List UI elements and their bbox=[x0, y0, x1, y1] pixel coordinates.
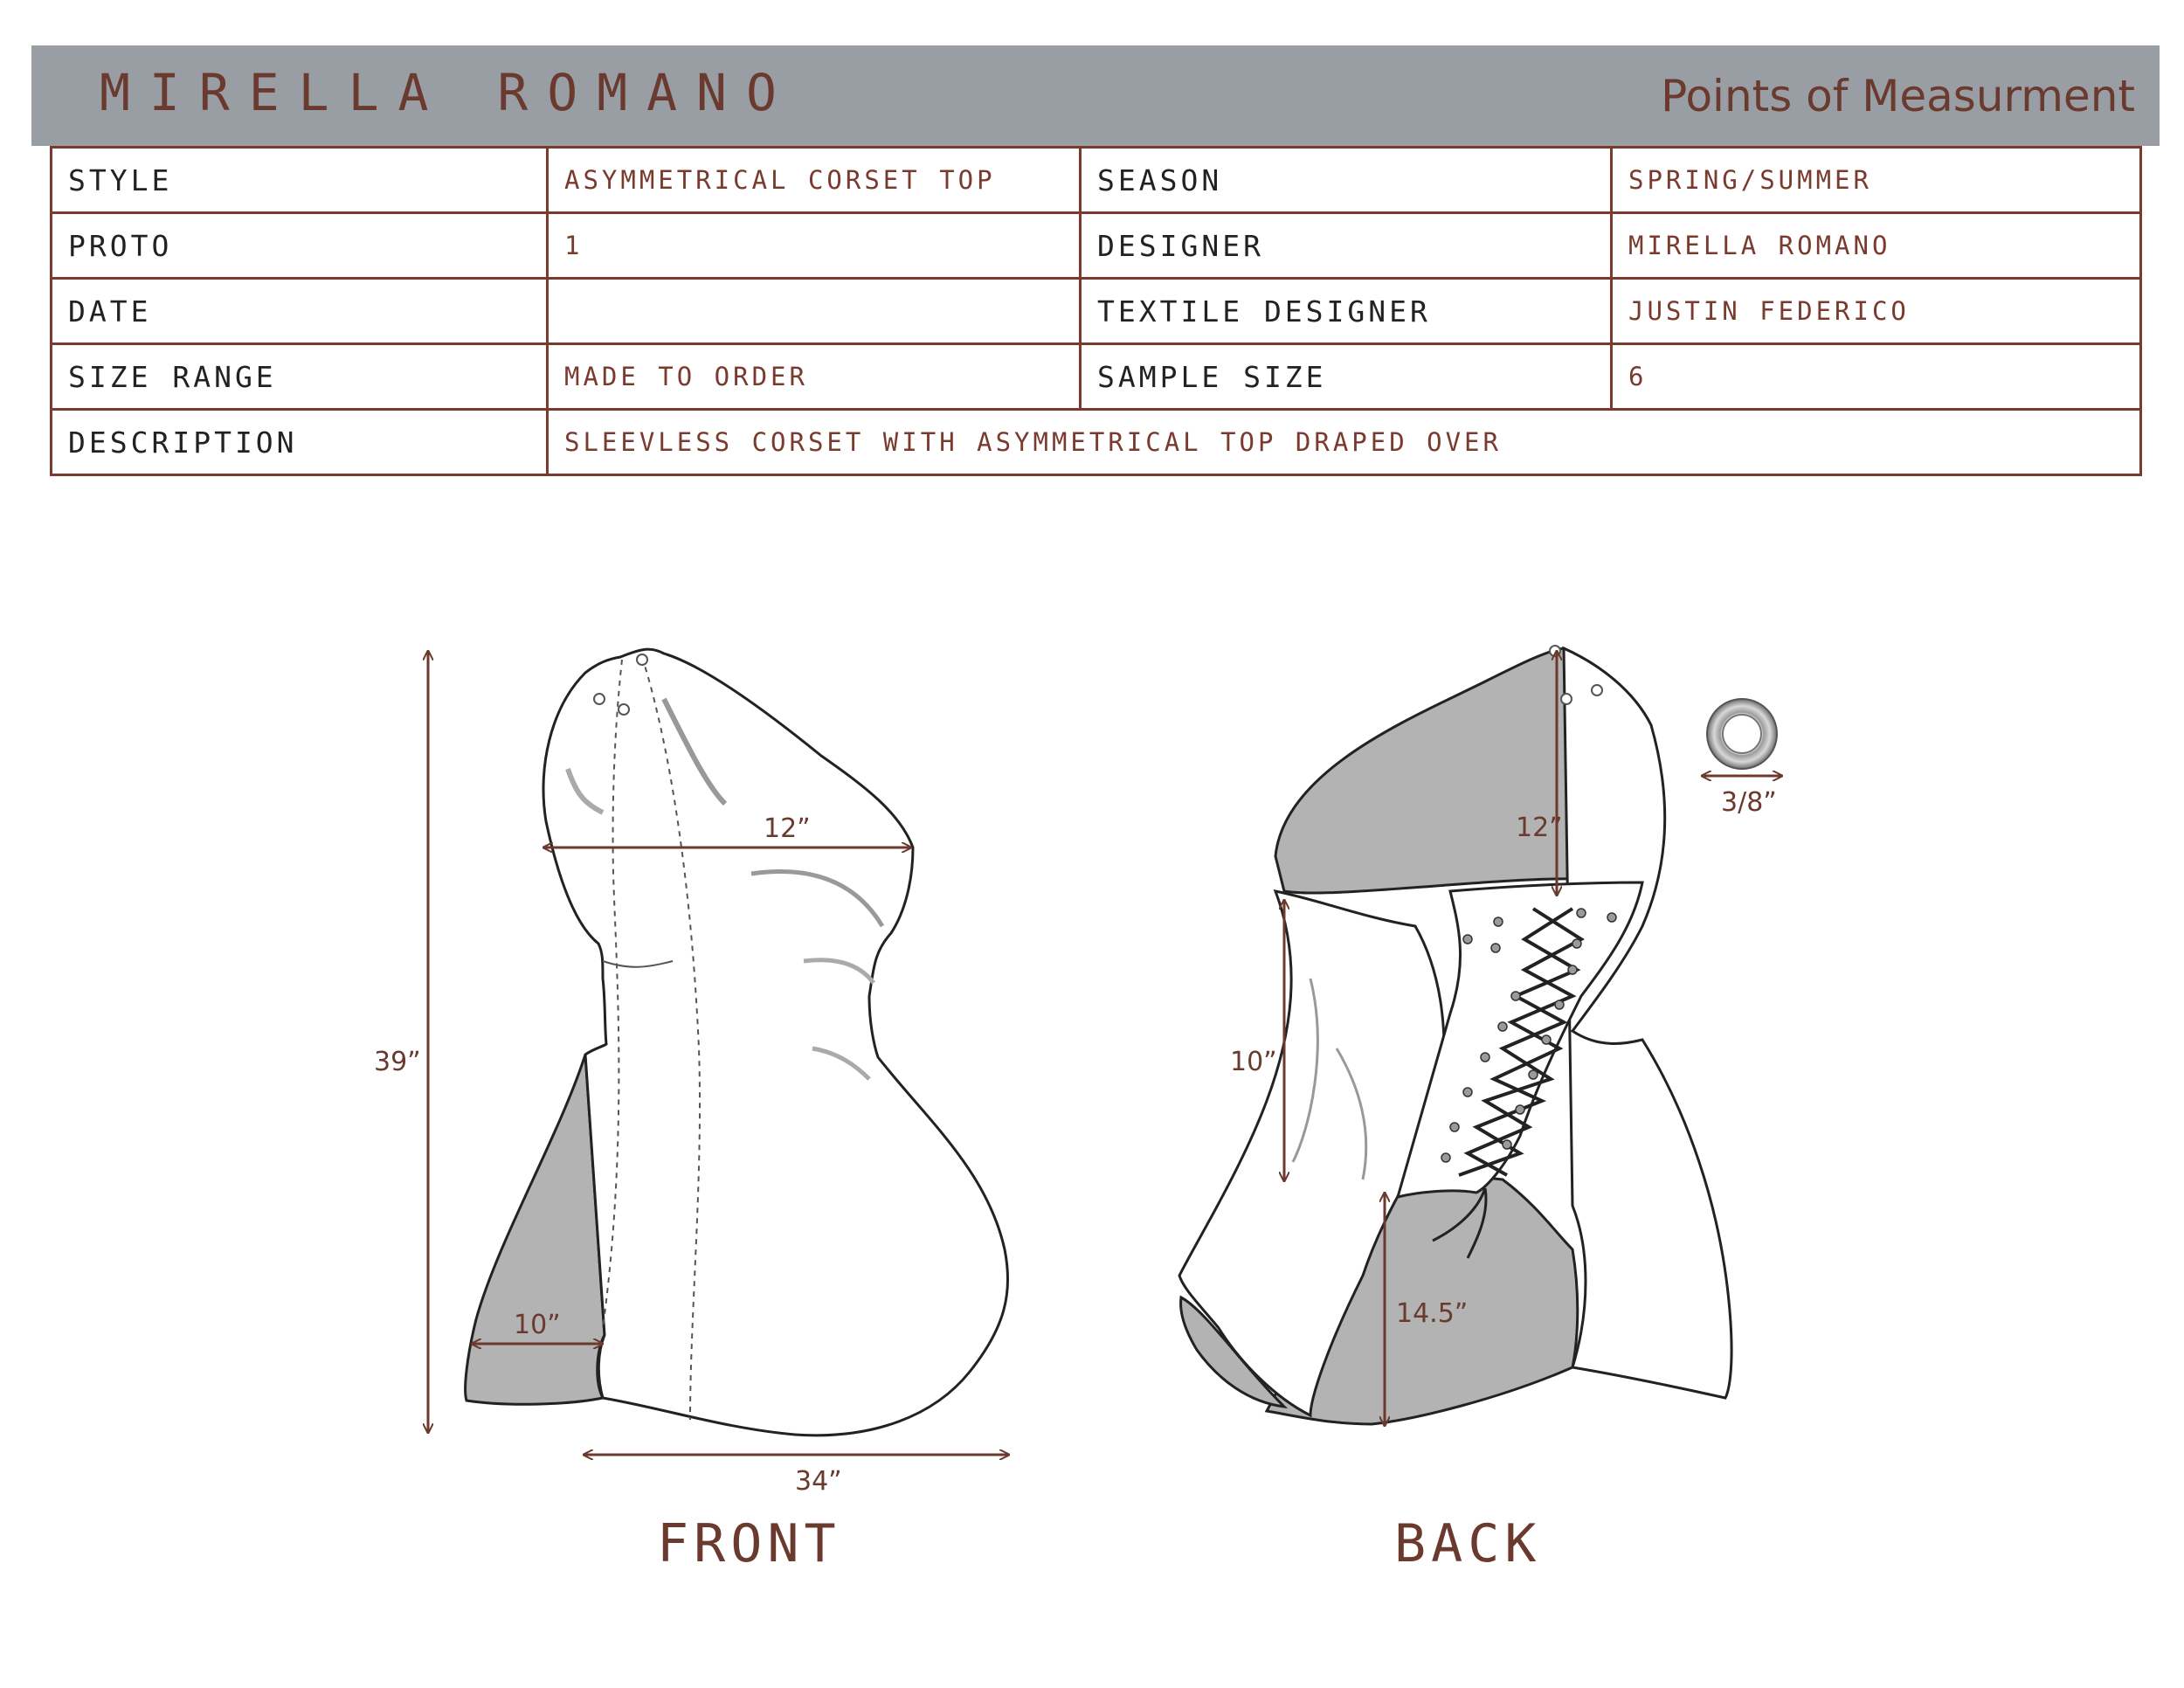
document-title: Points of Measurment bbox=[1661, 71, 2135, 121]
front-hem-dim: 34” bbox=[795, 1466, 842, 1497]
spec-table: STYLE ASYMMETRICAL CORSET TOP SEASON SPR… bbox=[50, 146, 2142, 476]
table-row: DESCRIPTION SLEEVLESS CORSET WITH ASYMME… bbox=[50, 408, 2142, 476]
textile-designer-label: TEXTILE DESIGNER bbox=[1079, 277, 1613, 345]
proto-label: PROTO bbox=[50, 211, 549, 280]
season-label: SEASON bbox=[1079, 146, 1613, 214]
brand-name: MIRELLA ROMANO bbox=[100, 63, 796, 122]
sample-size-label: SAMPLE SIZE bbox=[1079, 342, 1613, 411]
date-value bbox=[546, 277, 1082, 345]
front-bust-dim: 12” bbox=[764, 813, 811, 844]
designer-value: MIRELLA ROMANO bbox=[1610, 211, 2142, 280]
header-bar: MIRELLA ROMANO Points of Measurment bbox=[31, 45, 2160, 146]
proto-value: 1 bbox=[546, 211, 1082, 280]
description-value: SLEEVLESS CORSET WITH ASYMMETRICAL TOP D… bbox=[546, 408, 2142, 476]
season-value: SPRING/SUMMER bbox=[1610, 146, 2142, 214]
date-label: DATE bbox=[50, 277, 549, 345]
table-row: PROTO 1 DESIGNER MIRELLA ROMANO bbox=[50, 211, 2142, 280]
back-top-dim: 12” bbox=[1516, 813, 1563, 843]
front-body bbox=[542, 647, 1010, 1437]
front-panel-dim: 10” bbox=[514, 1310, 561, 1340]
description-label: DESCRIPTION bbox=[50, 408, 549, 476]
table-row: SIZE RANGE MADE TO ORDER SAMPLE SIZE 6 bbox=[50, 342, 2142, 411]
table-row: DATE TEXTILE DESIGNER JUSTIN FEDERICO bbox=[50, 277, 2142, 345]
front-length-dim: 39” bbox=[374, 1047, 421, 1077]
grommet-size-dim: 3/8” bbox=[1721, 787, 1777, 818]
back-side-dim: 10” bbox=[1230, 1047, 1277, 1077]
size-range-label: SIZE RANGE bbox=[50, 342, 549, 411]
textile-designer-value: JUSTIN FEDERICO bbox=[1610, 277, 2142, 345]
table-row: STYLE ASYMMETRICAL CORSET TOP SEASON SPR… bbox=[50, 146, 2142, 214]
front-left-panel bbox=[464, 1054, 606, 1406]
sample-size-value: 6 bbox=[1610, 342, 2142, 411]
front-label: FRONT bbox=[657, 1513, 841, 1574]
back-left-drape bbox=[1178, 889, 1446, 1418]
grommet-icon bbox=[1706, 698, 1778, 770]
designer-label: DESIGNER bbox=[1079, 211, 1613, 280]
back-label: BACK bbox=[1394, 1513, 1542, 1574]
style-label: STYLE bbox=[50, 146, 549, 214]
back-lower-dim: 14.5” bbox=[1396, 1298, 1468, 1329]
back-right-panel bbox=[1562, 646, 1733, 1400]
style-value: ASYMMETRICAL CORSET TOP bbox=[546, 146, 1082, 214]
size-range-value: MADE TO ORDER bbox=[546, 342, 1082, 411]
